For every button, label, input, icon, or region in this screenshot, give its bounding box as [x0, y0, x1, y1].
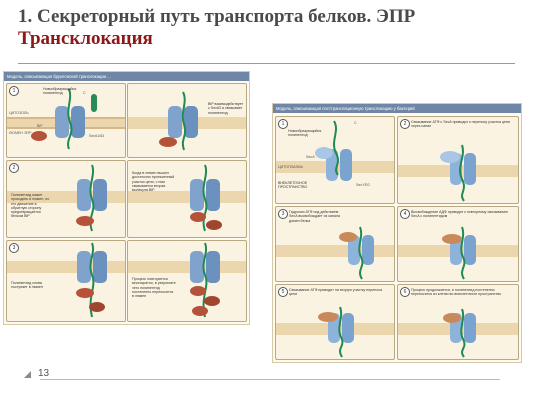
right-figure-panel: Модель, описывающая посттрансляционную т… [272, 103, 522, 363]
right-step-4-illustration [398, 226, 518, 280]
left-step-3-illustration [7, 164, 125, 232]
slide-footer-arrow-icon [24, 371, 31, 378]
title-divider [18, 63, 515, 64]
right-step-6-illustration [398, 308, 518, 358]
left-step-5-number: 3 [9, 243, 19, 253]
left-step-5-text: Полипептид снова поступает в люмен [11, 281, 43, 290]
page-number: 13 [38, 368, 50, 379]
right-step-6-number: 6 [400, 287, 410, 297]
right-panel-header: Модель, описывающая посттрансляционную т… [273, 104, 521, 113]
right-step-3-number: 3 [278, 209, 288, 219]
right-step-4-number: 4 [400, 209, 410, 219]
right-step-2: 2 Связывание АТФ с SecA приводит к перен… [397, 116, 519, 204]
left-step-1-number: 1 [9, 86, 19, 96]
right-step-3: 3 Гидролиз АТФ под действием SecA высвоб… [275, 206, 395, 282]
left-figure-panel: Модель, описывающая бруклонской транслок… [3, 71, 250, 325]
right-step-4-text: Высвобождение АДФ приводит к повторному … [411, 210, 508, 219]
right-label-cytoplasm: ЦИТОПЛАЗМА [278, 165, 303, 169]
left-step-6-illustration [128, 242, 246, 318]
slide-title: 1. Секреторный путь транспорта белков. Э… [18, 6, 415, 50]
right-step-5: 5 Связывание АТФ приводит на вторую учас… [275, 284, 395, 360]
left-step-1-illustration [7, 88, 125, 150]
right-label-c: C [354, 121, 357, 125]
right-label-seca: SecA [306, 155, 315, 159]
left-step-2-illustration [128, 91, 246, 151]
right-label-secy: SecYEG [356, 183, 370, 187]
title-line-2: Трансклокация [18, 28, 153, 49]
right-step-6: 6 Процесс продолжается, и полипептид пос… [397, 284, 519, 360]
right-step-5-number: 5 [278, 287, 288, 297]
right-step-2-number: 2 [400, 119, 410, 129]
left-label-sec: Sec61/63 [89, 134, 105, 138]
left-label-c: C [83, 91, 86, 95]
right-step-2-illustration [398, 144, 518, 202]
left-label-bip: BiP [37, 124, 43, 128]
left-step-5-illustration [7, 242, 125, 318]
left-label-lumen: ЛЮМЕН ЭПР [9, 131, 32, 135]
right-label-periplasm: ВНЕКЛЕТОЧНОЕ ПРОСТРАНСТВО [278, 181, 308, 190]
left-step-3: 2 Полипептид может проходить в люмен, но… [6, 160, 126, 238]
title-line-1: 1. Секреторный путь транспорта белков. Э… [18, 6, 416, 27]
left-step-4: Когда в люмен вышел достаточно протяженн… [127, 160, 247, 238]
right-step-5-illustration [276, 306, 394, 358]
left-step-4-illustration [128, 164, 246, 232]
left-step-5: 3 Полипептид снова поступает в люмен [6, 240, 126, 322]
right-step-4: 4 Высвобождение АДФ приводит к повторном… [397, 206, 519, 282]
left-step-4-text: Когда в люмен вышел достаточно протяженн… [132, 171, 175, 193]
left-label-cytosol: ЦИТОЗОЛЬ [9, 111, 29, 115]
right-step-1-number: 1 [278, 119, 288, 129]
right-step-3-illustration [276, 226, 394, 280]
footer-divider [40, 379, 500, 380]
left-step-6: Процесс повторяется многократно, в резул… [127, 240, 247, 322]
right-step-6-text: Процесс продолжается, и полипептид посте… [411, 288, 501, 297]
left-step-2: BiP взаимодействует с Sec63 и связывает … [127, 83, 247, 158]
left-step-6-text: Процесс повторяется многократно, в резул… [132, 277, 176, 299]
left-label-nascent: Новообразующийся полипептид [43, 87, 77, 96]
right-label-nascent: Новообразующийся полипептид [288, 129, 322, 138]
left-step-3-text: Полипептид может проходить в люмен, но е… [11, 193, 50, 219]
right-step-1-illustration [276, 120, 394, 181]
right-step-1: 1 Новообразующийся полипептид C SecA ЦИТ… [275, 116, 395, 204]
left-step-3-number: 2 [9, 163, 19, 173]
right-step-3-text: Гидролиз АТФ под действием SecA высвобож… [289, 210, 340, 223]
right-step-5-text: Связывание АТФ приводит на вторую участк… [289, 288, 383, 297]
left-panel-header: Модель, описывающая бруклонской транслок… [4, 72, 249, 81]
right-step-2-text: Связывание АТФ с SecA приводит к перенос… [411, 120, 510, 129]
left-step-2-text: BiP взаимодействует с Sec63 и связывает … [208, 102, 244, 115]
left-step-1: 1 ЦИТОЗОЛЬ ЛЮМЕН ЭПР BiP Sec61/63 Новооб… [6, 83, 126, 158]
